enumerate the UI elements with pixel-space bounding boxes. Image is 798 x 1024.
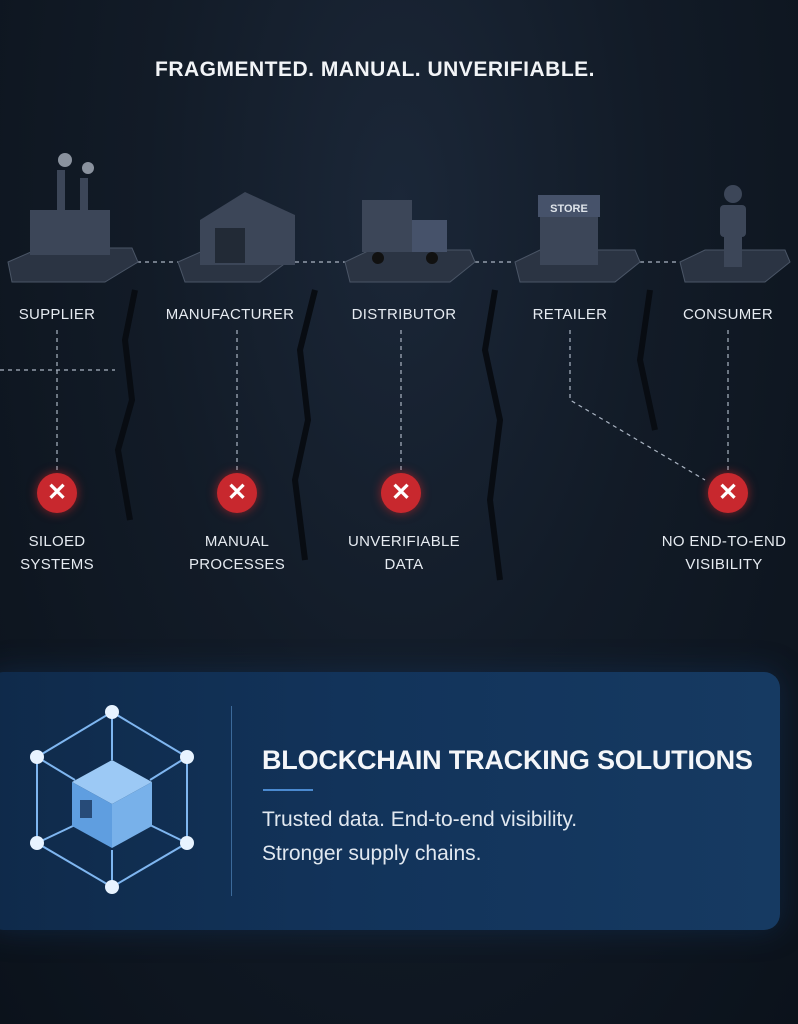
subtitle-line: Stronger supply chains.	[262, 842, 482, 865]
problem-line: SYSTEMS	[20, 556, 94, 573]
x-circle-icon: ✕	[381, 473, 421, 513]
title-underline	[263, 789, 313, 791]
warehouse-icon	[200, 192, 295, 265]
subtitle-line: Trusted data. End-to-end visibility.	[262, 808, 578, 831]
blockchain-cube-icon	[30, 705, 194, 894]
x-circle-icon: ✕	[708, 473, 748, 513]
problem-unverifiable-data: UNVERIFIABLE DATA	[304, 530, 504, 576]
truck-icon	[362, 200, 447, 264]
stage-supplier: SUPPLIER	[18, 306, 96, 323]
stage-retailer: RETAILER	[532, 306, 608, 323]
supply-chain-illustration: STORE	[0, 153, 791, 581]
solution-subtitle: Trusted data. End-to-end visibility. Stro…	[262, 803, 577, 871]
problem-line: UNVERIFIABLE	[348, 533, 460, 550]
person-icon	[720, 185, 746, 267]
problem-siloed-systems: SILOED SYSTEMS	[0, 530, 157, 576]
stage-consumer: CONSUMER	[683, 306, 773, 323]
store-sign: STORE	[550, 203, 588, 215]
problem-manual-processes: MANUAL PROCESSES	[137, 530, 337, 576]
problem-line: VISIBILITY	[685, 556, 763, 573]
headline: FRAGMENTED. MANUAL. UNVERIFIABLE.	[155, 58, 595, 81]
stage-distributor: DISTRIBUTOR	[351, 306, 457, 323]
problem-line: SILOED	[28, 533, 86, 550]
problem-line: DATA	[384, 556, 424, 573]
x-circle-icon: ✕	[217, 473, 257, 513]
cracks	[114, 289, 658, 581]
factory-icon	[30, 153, 110, 255]
problem-line: MANUAL	[204, 533, 270, 550]
x-circle-icon: ✕	[37, 473, 77, 513]
stage-manufacturer: MANUFACTURER	[165, 306, 295, 323]
solution-title: BLOCKCHAIN TRACKING SOLUTIONS	[262, 745, 753, 775]
divider	[231, 706, 232, 896]
platforms	[7, 247, 791, 283]
problem-no-visibility: NO END-TO-END VISIBILITY	[624, 530, 798, 576]
dashed-connectors	[0, 261, 729, 481]
problem-line: NO END-TO-END	[661, 533, 787, 550]
problem-line: PROCESSES	[188, 556, 286, 573]
store-icon: STORE	[538, 195, 600, 265]
